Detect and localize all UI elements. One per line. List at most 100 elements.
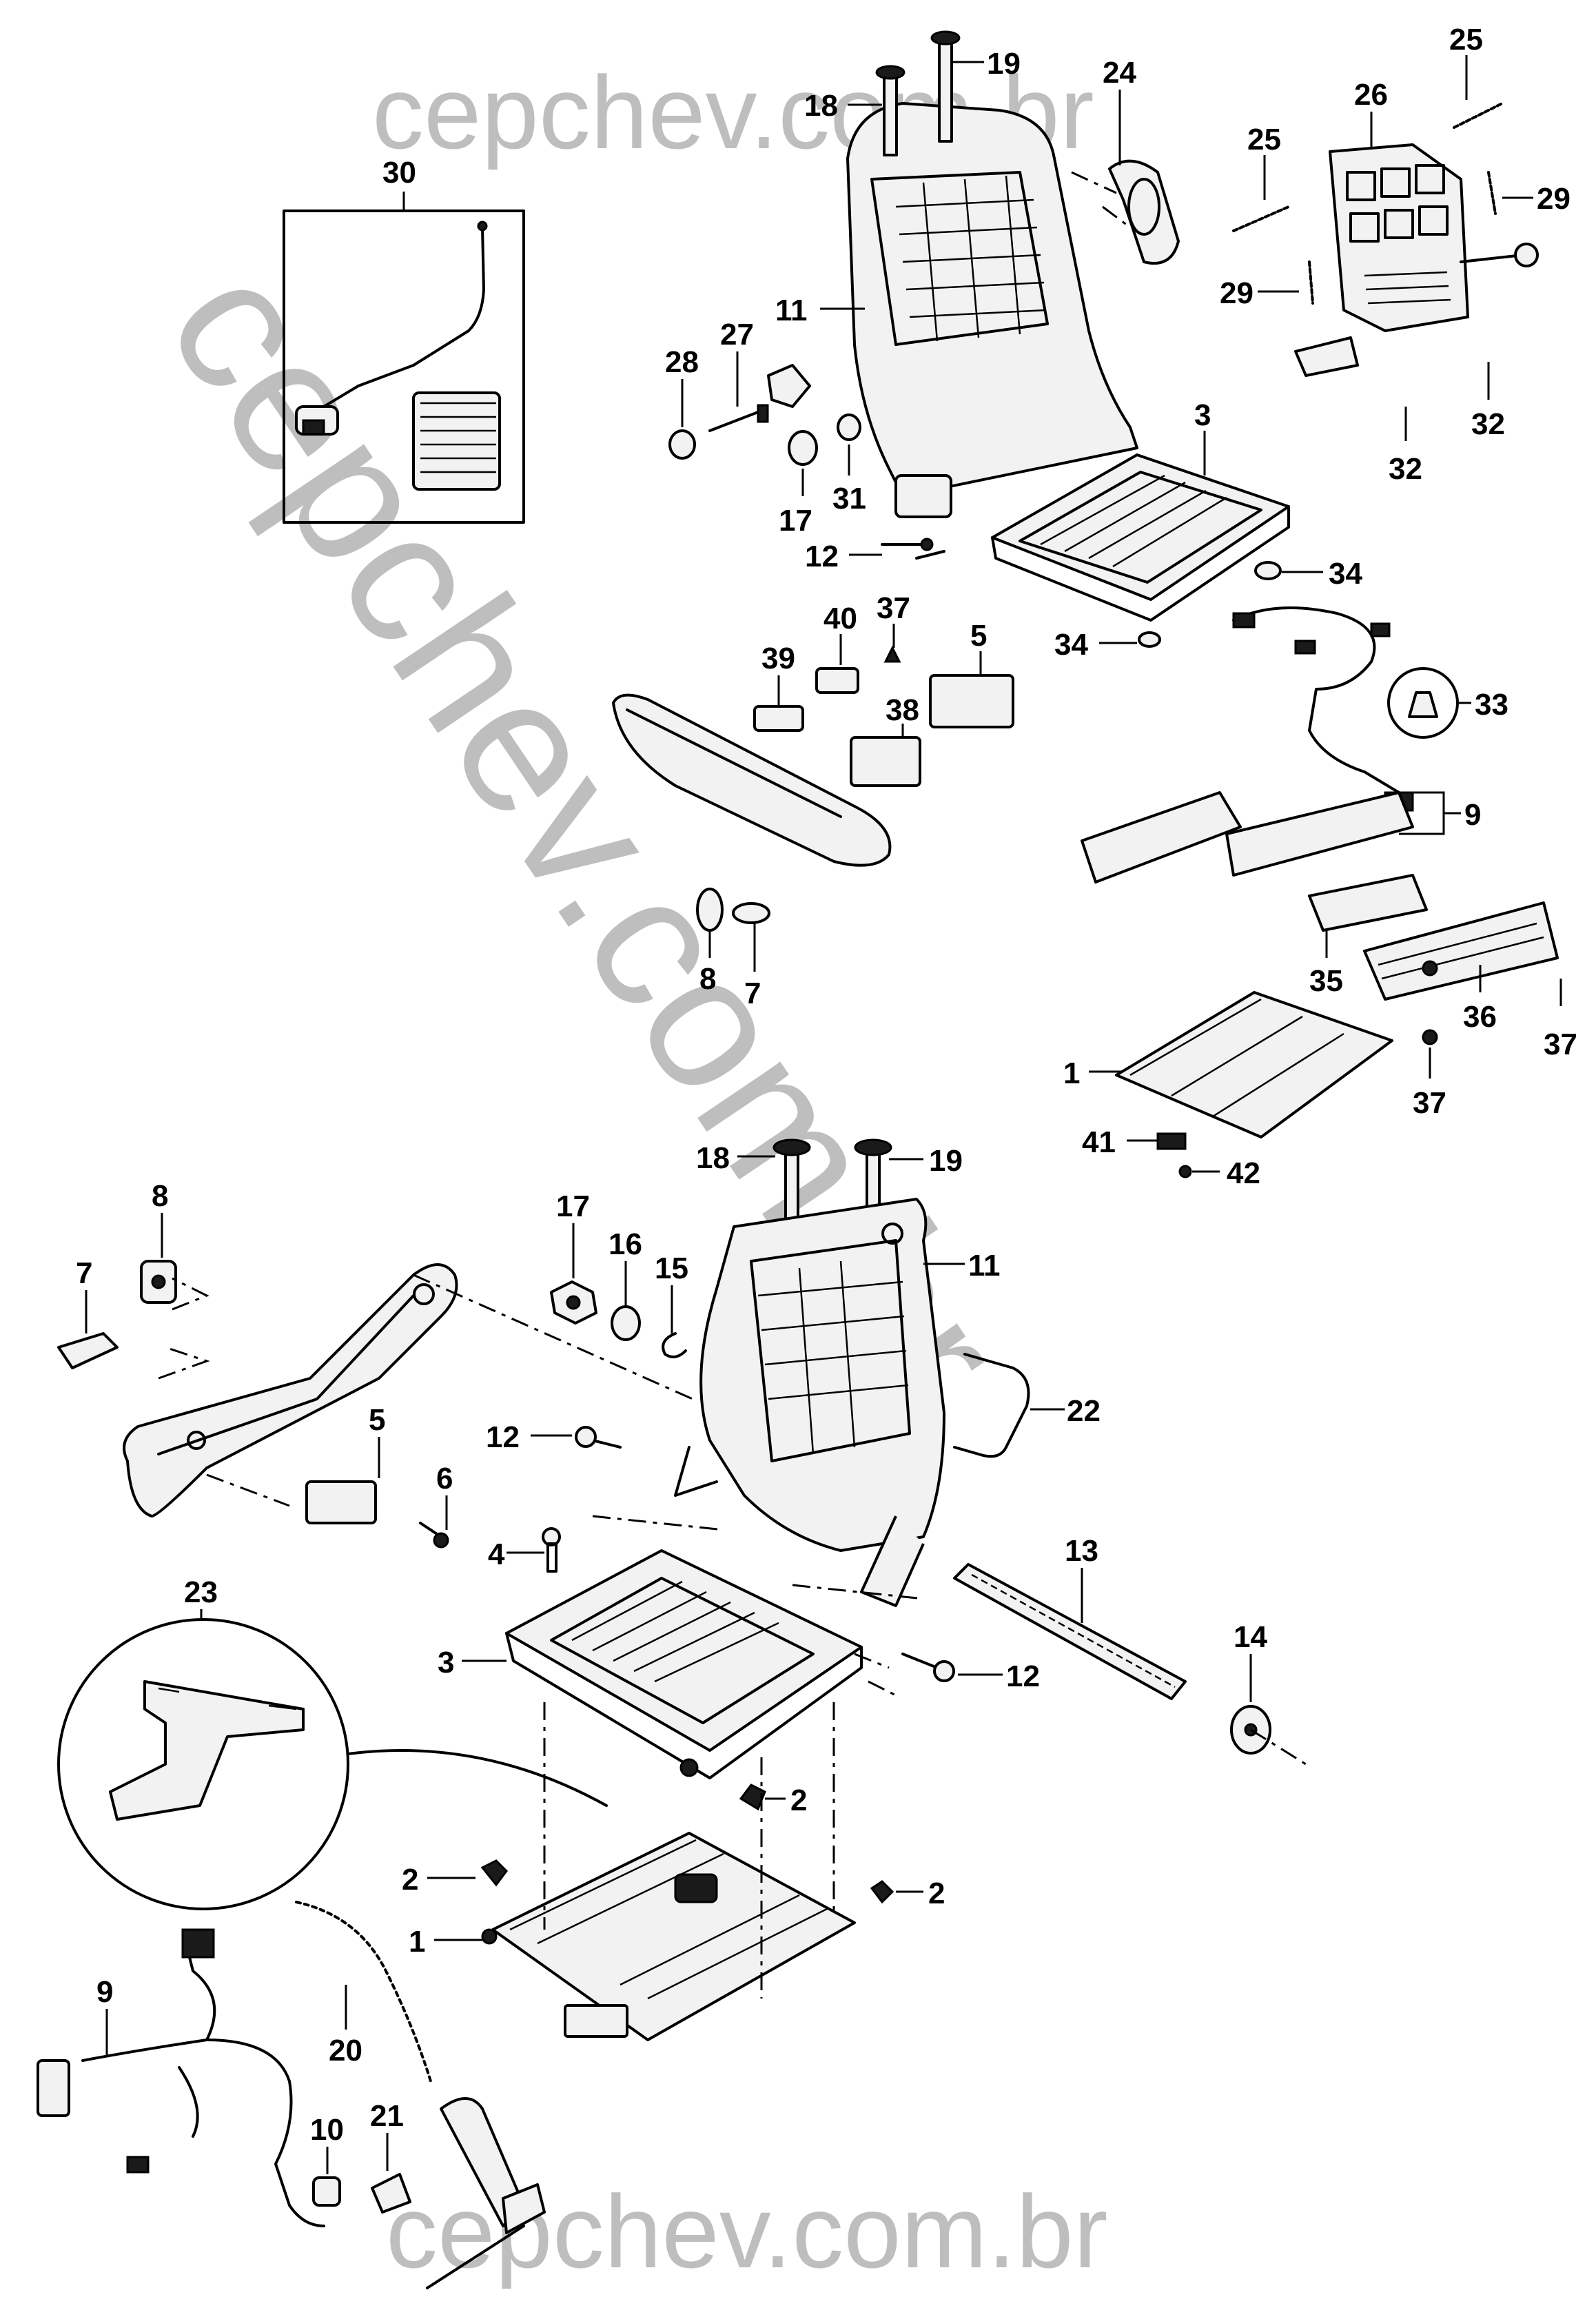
svg-text:22: 22 [1067,1394,1101,1428]
svg-text:12: 12 [805,540,839,573]
callout-17-top[interactable]: 17 [779,469,812,538]
callout-29-b[interactable]: 29 [1220,276,1299,310]
springs-25-29 [1232,102,1504,305]
callout-31[interactable]: 31 [832,445,866,515]
svg-text:3: 3 [1194,398,1211,432]
callout-38[interactable]: 38 [886,693,919,737]
svg-text:18: 18 [696,1141,730,1175]
switch-5-screw-6 [305,1480,449,1549]
callout-18-top[interactable]: 18 [804,89,882,123]
callout-19-top[interactable]: 19 [952,47,1021,81]
callout-23[interactable]: 23 [184,1575,218,1619]
callout-1-top[interactable]: 1 [1063,1056,1123,1090]
inset-box-30 [283,192,525,524]
callout-6[interactable]: 6 [436,1462,453,1530]
callout-8-top[interactable]: 8 [699,930,716,996]
callout-14[interactable]: 14 [1234,1620,1267,1702]
callout-32-a[interactable]: 32 [1471,362,1505,441]
svg-text:30: 30 [382,156,416,190]
callout-40[interactable]: 40 [823,602,857,665]
callout-34-a[interactable]: 34 [1282,557,1362,591]
callout-12-top[interactable]: 12 [805,540,882,573]
svg-text:41: 41 [1082,1125,1116,1159]
callout-25-b[interactable]: 25 [1247,123,1281,200]
callout-25-a[interactable]: 25 [1449,23,1483,100]
lower-slide-track [481,1832,856,2041]
bolt-4 [542,1527,561,1573]
callout-10[interactable]: 10 [310,2113,344,2174]
svg-text:18: 18 [804,89,838,123]
svg-text:36: 36 [1463,1000,1497,1034]
callout-12-low[interactable]: 12 [958,1659,1040,1693]
callout-5-top[interactable]: 5 [970,619,987,675]
callout-37-a[interactable]: 37 [877,591,910,648]
callout-29-a[interactable]: 29 [1502,182,1571,216]
callout-24[interactable]: 24 [1103,56,1136,165]
callout-19-mid[interactable]: 19 [889,1144,963,1178]
callout-21[interactable]: 21 [370,2099,404,2171]
callout-28[interactable]: 28 [665,345,699,427]
upper-slide-track [1115,960,1438,1178]
armrest-cover [612,693,892,932]
svg-text:31: 31 [832,482,866,515]
svg-text:37: 37 [1413,1086,1446,1120]
svg-text:9: 9 [1464,798,1481,832]
callout-9-top[interactable]: 9 [1399,791,1481,835]
svg-text:33: 33 [1475,688,1508,722]
svg-text:25: 25 [1247,123,1281,156]
callout-13[interactable]: 13 [1065,1534,1098,1623]
callout-9-low[interactable]: 9 [96,1975,113,2057]
callout-1-low[interactable]: 1 [409,1925,482,1959]
callout-3-top[interactable]: 3 [1194,398,1211,476]
svg-text:39: 39 [761,642,795,675]
callout-30[interactable]: 30 [382,156,416,190]
svg-text:2: 2 [790,1784,807,1817]
svg-text:5: 5 [369,1403,385,1437]
callout-4[interactable]: 4 [488,1537,544,1571]
callout-3-mid[interactable]: 3 [438,1646,507,1679]
svg-text:21: 21 [370,2099,404,2133]
callout-22[interactable]: 22 [1030,1394,1101,1428]
callout-37-c[interactable]: 37 [1413,1048,1446,1120]
callout-32-b[interactable]: 32 [1389,407,1422,486]
callout-35[interactable]: 35 [1309,930,1343,998]
callout-2-a[interactable]: 2 [765,1784,807,1817]
callout-5-mid[interactable]: 5 [369,1403,385,1478]
callout-26[interactable]: 26 [1354,78,1388,148]
svg-text:13: 13 [1065,1534,1098,1568]
small-parts-28-27-17-31 [668,364,861,466]
svg-text:23: 23 [184,1575,218,1609]
callout-16[interactable]: 16 [608,1227,642,1306]
callout-18-mid[interactable]: 18 [696,1141,775,1175]
lower-harness [37,1928,325,2227]
callout-8-mid[interactable]: 8 [152,1179,168,1258]
alignment-lines [158,171,1307,1999]
callout-41[interactable]: 41 [1082,1125,1158,1159]
recliner-knob-17-16-15 [550,1280,687,1358]
callout-42[interactable]: 42 [1192,1156,1260,1190]
callout-33[interactable]: 33 [1457,688,1508,722]
svg-text:37: 37 [877,591,910,625]
callout-12-mid[interactable]: 12 [486,1420,572,1454]
callout-39[interactable]: 39 [761,642,795,706]
svg-text:32: 32 [1471,407,1505,441]
callout-15[interactable]: 15 [655,1251,688,1334]
svg-text:32: 32 [1389,452,1422,486]
callout-37-b[interactable]: 37 [1544,979,1577,1061]
callout-2-c[interactable]: 2 [896,1877,945,1910]
callout-11-mid[interactable]: 11 [923,1249,1001,1283]
callout-27[interactable]: 27 [720,318,754,407]
svg-text:1: 1 [1063,1056,1080,1090]
callout-20[interactable]: 20 [329,1985,362,2067]
callout-7-top[interactable]: 7 [744,923,761,1010]
lower-backrest-frame [674,1198,945,1607]
callout-17-mid[interactable]: 17 [556,1189,590,1278]
callout-36[interactable]: 36 [1463,965,1497,1034]
callout-34-b[interactable]: 34 [1054,628,1137,662]
svg-text:8: 8 [699,962,716,996]
svg-text:19: 19 [987,47,1021,81]
callout-2-b[interactable]: 2 [402,1863,475,1897]
callout-11-top[interactable]: 11 [775,294,865,327]
callout-7-mid[interactable]: 7 [76,1256,92,1334]
